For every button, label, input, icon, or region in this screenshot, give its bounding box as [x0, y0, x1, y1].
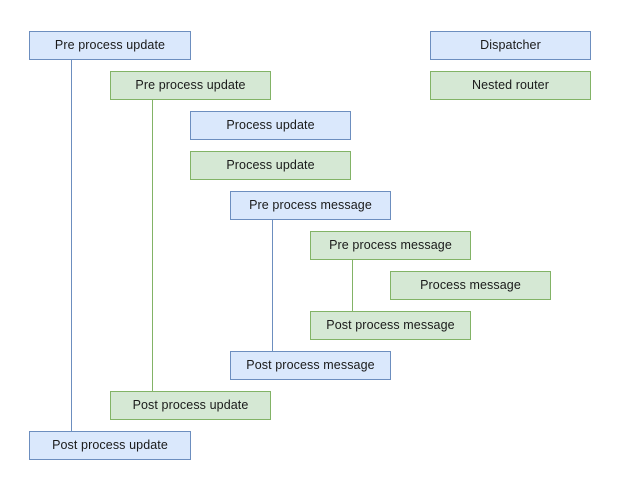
connector-pre-update-to-post-update-dispatcher — [71, 60, 72, 431]
node-label: Pre process update — [135, 77, 246, 92]
connector-pre-message-to-post-message-router — [352, 260, 353, 311]
node-box[interactable]: Pre process message — [230, 191, 391, 220]
node-box[interactable]: Post process message — [230, 351, 391, 380]
legend-item-dispatcher[interactable]: Dispatcher — [430, 31, 591, 60]
node-label: Post process update — [132, 397, 249, 412]
node-box[interactable]: Pre process message — [310, 231, 471, 260]
node-box[interactable]: Process update — [190, 151, 351, 180]
node-box[interactable]: Post process update — [29, 431, 191, 460]
node-label: Process update — [226, 117, 315, 132]
legend-label: Nested router — [471, 77, 550, 92]
node-label: Process message — [420, 277, 521, 292]
node-label: Pre process message — [249, 197, 372, 212]
node-box[interactable]: Post process message — [310, 311, 471, 340]
node-label: Post process message — [246, 357, 375, 372]
connector-pre-message-to-post-message-dispatcher — [272, 220, 273, 351]
node-box[interactable]: Post process update — [110, 391, 271, 420]
node-label: Post process message — [326, 317, 455, 332]
node-box[interactable]: Process message — [390, 271, 551, 300]
node-label: Pre process update — [54, 37, 166, 52]
legend-label: Dispatcher — [480, 37, 541, 52]
node-label: Pre process message — [329, 237, 452, 252]
node-box[interactable]: Pre process update — [29, 31, 191, 60]
legend-item-router[interactable]: Nested router — [430, 71, 591, 100]
node-box[interactable]: Pre process update — [110, 71, 271, 100]
connector-pre-update-to-post-update-router — [152, 100, 153, 391]
node-label: Post process update — [52, 437, 168, 452]
node-label: Process update — [226, 157, 315, 172]
node-box[interactable]: Process update — [190, 111, 351, 140]
